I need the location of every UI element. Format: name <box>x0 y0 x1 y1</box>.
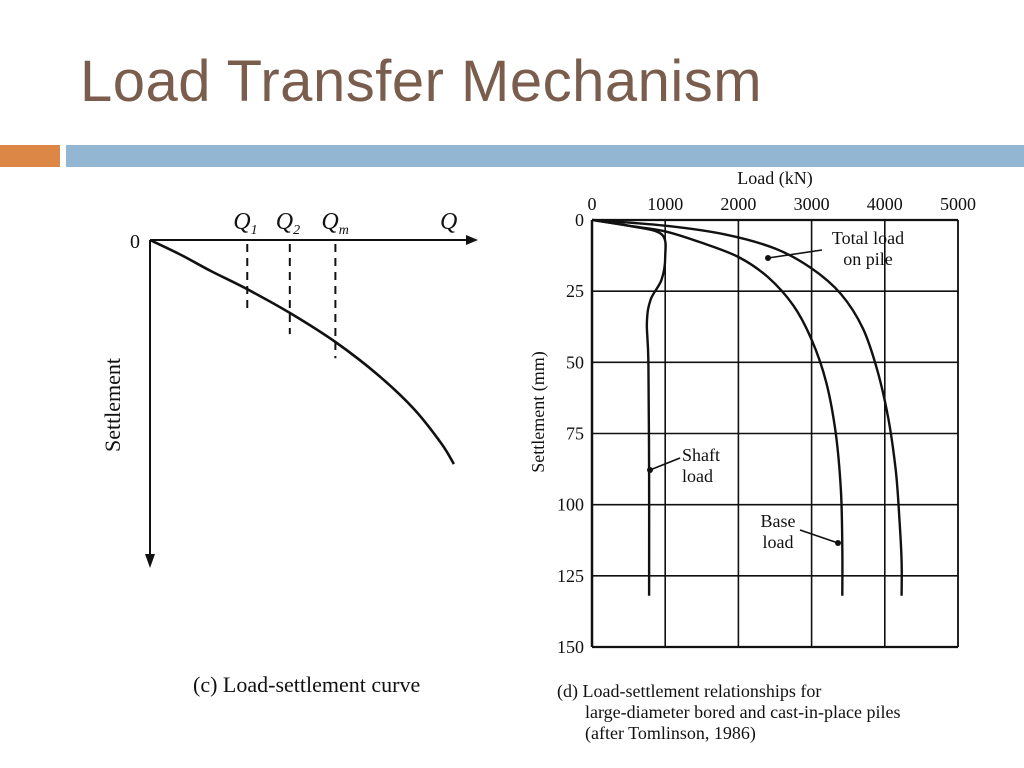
marked-load-label-3: Qm <box>321 209 348 238</box>
marked-load-symbol: Q <box>276 209 293 235</box>
y-axis-arrow <box>145 554 155 568</box>
series-pointer-head-shaft-load <box>647 467 653 473</box>
series-line-total-load-on-pile <box>591 218 903 596</box>
series-label-shaft-load-line-1: Shaft <box>682 445 720 465</box>
y-tick-label-75: 75 <box>566 424 584 444</box>
marked-load-label-1: Q1 <box>233 209 257 238</box>
accent-bar-orange <box>0 145 60 167</box>
y-tick-label-50: 50 <box>566 352 584 372</box>
load-settlement-curve <box>149 238 456 465</box>
marked-load-label-2: Q2 <box>276 209 300 238</box>
series-label-base-load-line-2: load <box>763 532 794 552</box>
x-tick-label-0: 0 <box>588 194 597 214</box>
y-tick-label-25: 25 <box>566 281 584 301</box>
series-label-total-load-on-pile-line-1: Total load <box>832 228 904 248</box>
load-settlement-relationships-chart: 0 1000 2000 3000 4000 5000 0 25 50 75 100 125 150 Loa… <box>528 168 976 744</box>
y-axis-label: Settlement (mm) <box>528 351 549 472</box>
series-pointer-total-load-on-pile <box>767 249 823 259</box>
x-axis-arrow <box>466 235 478 245</box>
chart-d-caption-line-3: (after Tomlinson, 1986) <box>585 723 756 744</box>
marked-load-symbol: Q <box>233 209 250 235</box>
series-pointer-head-base-load <box>835 540 841 546</box>
marked-load-subscript: 2 <box>293 223 300 238</box>
y-axis-label: Settlement <box>100 358 125 452</box>
page-title: Load Transfer Mechanism <box>80 49 763 114</box>
marked-load-subscript: 1 <box>251 223 258 238</box>
chart-d-caption-line-2: large-diameter bored and cast-in-place p… <box>585 702 901 722</box>
marked-load-subscript: m <box>339 223 349 238</box>
x-axis-label: Q <box>440 209 457 235</box>
series-line-shaft-load <box>591 218 667 596</box>
marked-load-symbol: Q <box>321 209 338 235</box>
series-pointer-head-total-load-on-pile <box>765 255 771 261</box>
series-label-shaft-load-line-2: load <box>682 466 713 486</box>
origin-label: 0 <box>130 231 140 253</box>
x-tick-label-5000: 5000 <box>940 194 976 214</box>
series-label-total-load-on-pile-line-2: on pile <box>843 249 893 269</box>
x-axis-label: Load (kN) <box>737 168 812 189</box>
series-pointer-base-load <box>799 529 839 544</box>
series-pointer-shaft-load <box>649 457 681 471</box>
accent-bar-blue <box>66 145 1024 167</box>
x-tick-label-2000: 2000 <box>720 194 756 214</box>
y-tick-label-125: 125 <box>557 566 584 586</box>
chart-d-caption-line-1: (d) Load-settlement relationships for <box>557 681 821 702</box>
series-line-base-load <box>591 218 844 596</box>
y-tick-label-0: 0 <box>575 210 584 230</box>
chart-c-caption: (c) Load-settlement curve <box>193 672 420 697</box>
x-tick-label-4000: 4000 <box>867 194 903 214</box>
x-tick-label-3000: 3000 <box>794 194 830 214</box>
x-tick-label-1000: 1000 <box>647 194 683 214</box>
series-label-base-load-line-1: Base <box>761 511 796 531</box>
y-tick-label-100: 100 <box>557 495 584 515</box>
y-tick-label-150: 150 <box>557 637 584 657</box>
